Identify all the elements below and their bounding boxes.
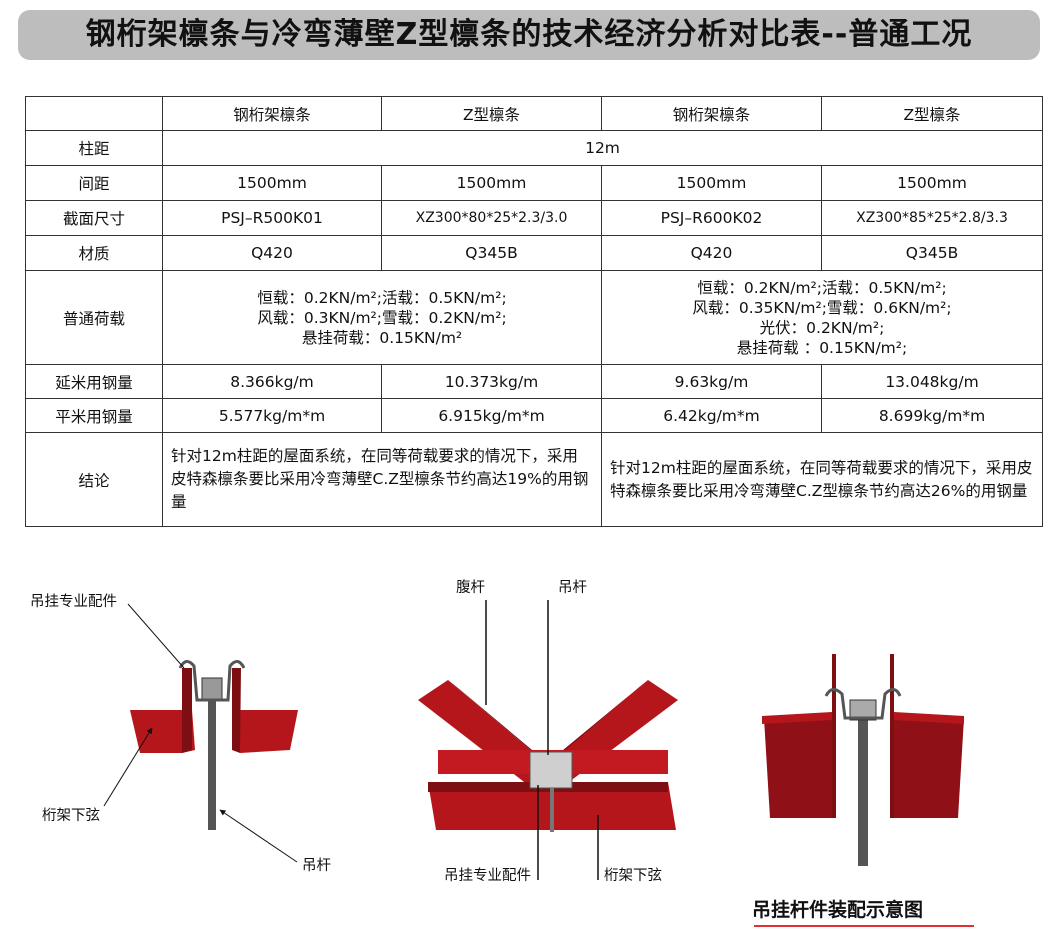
table-cell: XZ300*80*25*2.3/3.0 [381, 200, 602, 236]
comparison-table: 钢桁架檩条 Z型檩条 钢桁架檩条 Z型檩条 柱距 12m 间距 1500mm 1… [25, 96, 1043, 527]
table-cell: 1500mm [162, 165, 382, 201]
figure-label: 吊挂专业配件 [30, 594, 117, 610]
row-label: 结论 [25, 432, 163, 527]
table-row: 平米用钢量 5.577kg/m*m 6.915kg/m*m 6.42kg/m*m… [25, 398, 1043, 433]
row-label: 延米用钢量 [25, 364, 163, 399]
leader-line [103, 727, 153, 807]
row-label: 材质 [25, 235, 163, 271]
figure-label: 桁架下弦 [604, 868, 662, 884]
header-cell: 钢桁架檩条 [162, 96, 382, 131]
table-cell: XZ300*85*25*2.8/3.3 [821, 200, 1043, 236]
figure-label: 桁架下弦 [42, 808, 100, 824]
table-row: 普通荷载 恒载：0.2KN/m²;活载：0.5KN/m²; 风载：0.3KN/m… [25, 270, 1043, 365]
table-cell: Q420 [162, 235, 382, 271]
table-row: 延米用钢量 8.366kg/m 10.373kg/m 9.63kg/m 13.0… [25, 364, 1043, 399]
table-cell: PSJ–R600K02 [601, 200, 822, 236]
row-label: 截面尺寸 [25, 200, 163, 236]
table-cell: Q420 [601, 235, 822, 271]
load-line: 光伏：0.2KN/m²; [759, 318, 885, 337]
figure-3-hanger-assembly [762, 654, 964, 866]
conclusion-right: 针对12m柱距的屋面系统，在同等荷载要求的情况下，采用皮特森檩条要比采用冷弯薄壁… [601, 432, 1043, 527]
header-cell: 钢桁架檩条 [601, 96, 822, 131]
table-row: 截面尺寸 PSJ–R500K01 XZ300*80*25*2.3/3.0 PSJ… [25, 200, 1043, 236]
table-cell: 8.699kg/m*m [821, 398, 1043, 433]
figure-label: 吊杆 [302, 858, 331, 874]
title-bar: 钢桁架檩条与冷弯薄壁Z型檩条的技术经济分析对比表--普通工况 [18, 10, 1040, 60]
table-row: 柱距 12m [25, 130, 1043, 166]
load-line: 恒载：0.2KN/m²;活载：0.5KN/m²; [697, 278, 947, 297]
header-cell: Z型檩条 [381, 96, 602, 131]
row-label: 普通荷载 [25, 270, 163, 365]
table-cell: 1500mm [381, 165, 602, 201]
caption-underline [754, 925, 974, 927]
figure-caption: 吊挂杆件装配示意图 [752, 899, 924, 921]
table-cell: 1500mm [821, 165, 1043, 201]
load-line: 恒载：0.2KN/m²;活载：0.5KN/m²; [257, 288, 507, 307]
row-label: 间距 [25, 165, 163, 201]
table-row: 结论 针对12m柱距的屋面系统，在同等荷载要求的情况下，采用皮特森檩条要比采用冷… [25, 432, 1043, 527]
header-cell: Z型檩条 [821, 96, 1043, 131]
table-cell: 6.42kg/m*m [601, 398, 822, 433]
table-row: 间距 1500mm 1500mm 1500mm 1500mm [25, 165, 1043, 201]
header-cell [25, 96, 163, 131]
leader-line [219, 809, 298, 863]
table-cell: 12m [162, 130, 1043, 166]
figure-label: 吊挂专业配件 [444, 868, 531, 884]
load-line: 风载：0.35KN/m²;雪载：0.6KN/m²; [692, 298, 952, 317]
table-cell: PSJ–R500K01 [162, 200, 382, 236]
table-cell: Q345B [821, 235, 1043, 271]
table-cell: 8.366kg/m [162, 364, 382, 399]
table-row: 材质 Q420 Q345B Q420 Q345B [25, 235, 1043, 271]
table-cell: Q345B [381, 235, 602, 271]
table-cell: 10.373kg/m [381, 364, 602, 399]
figure-label: 腹杆 [456, 580, 485, 596]
row-label: 柱距 [25, 130, 163, 166]
conclusion-left: 针对12m柱距的屋面系统，在同等荷载要求的情况下，采用皮特森檩条要比采用冷弯薄壁… [162, 432, 602, 527]
table-header-row: 钢桁架檩条 Z型檩条 钢桁架檩条 Z型檩条 [25, 96, 1043, 131]
figure-label: 吊杆 [558, 580, 587, 596]
assembly-figures [103, 600, 964, 880]
load-line: 悬挂荷载：0.15KN/m² [301, 328, 463, 347]
load-cell-left: 恒载：0.2KN/m²;活载：0.5KN/m²; 风载：0.3KN/m²;雪载：… [162, 270, 602, 365]
table-cell: 13.048kg/m [821, 364, 1043, 399]
row-label: 平米用钢量 [25, 398, 163, 433]
table-cell: 5.577kg/m*m [162, 398, 382, 433]
load-line: 风载：0.3KN/m²;雪载：0.2KN/m²; [257, 308, 507, 327]
figure-1-hanger-detail [130, 660, 298, 830]
table-cell: 6.915kg/m*m [381, 398, 602, 433]
page-title: 钢桁架檩条与冷弯薄壁Z型檩条的技术经济分析对比表--普通工况 [85, 17, 973, 52]
table-cell: 9.63kg/m [601, 364, 822, 399]
table-cell: 1500mm [601, 165, 822, 201]
figure-2-truss-joint [418, 600, 678, 880]
load-cell-right: 恒载：0.2KN/m²;活载：0.5KN/m²; 风载：0.35KN/m²;雪载… [601, 270, 1043, 365]
leader-line [127, 603, 185, 669]
load-line: 悬挂荷载 ：0.15KN/m²; [736, 338, 908, 357]
